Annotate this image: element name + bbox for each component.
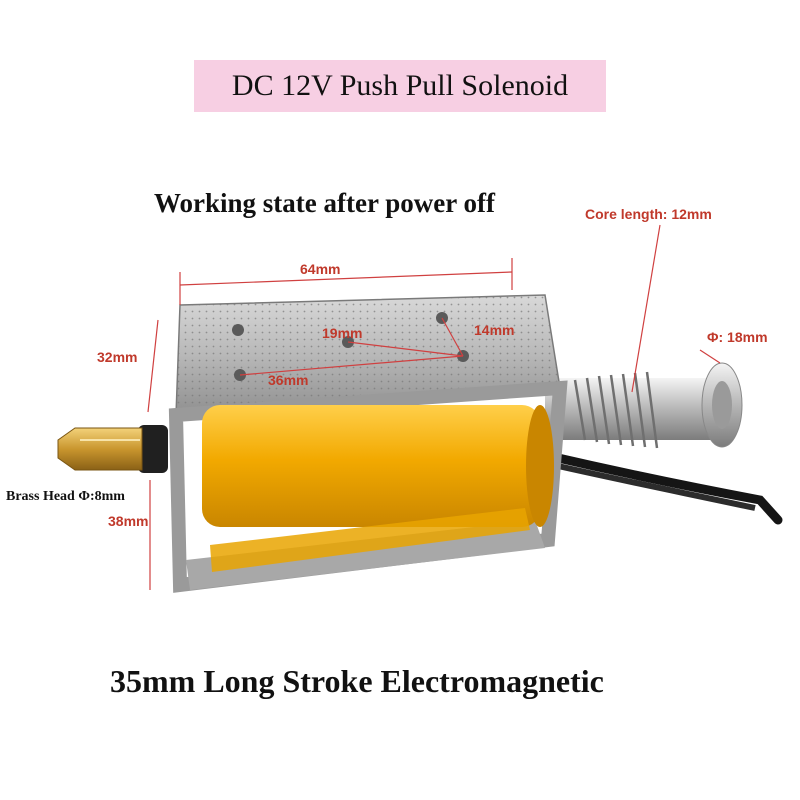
spring [573,371,659,449]
dimension-lines [147,224,721,590]
width-label: 64mm [300,261,341,277]
subtitle: Working state after power off [154,188,495,218]
brass-head-label: Brass Head Φ:8mm [6,489,125,504]
bottom-caption: 35mm Long Stroke Electromagnetic [110,663,604,699]
depth-label: 38mm [108,513,149,529]
height-label: 32mm [97,349,138,365]
brass-head [57,427,143,471]
coil [202,405,540,527]
hole-spacing-b-label: 14mm [474,322,515,338]
core-length-label: Core length: 12mm [585,206,712,222]
frame-front [168,380,568,593]
hole-spacing-c-label: 36mm [268,372,309,388]
page-title: DC 12V Push Pull Solenoid [231,69,569,102]
title-banner: DC 12V Push Pull Solenoid [194,60,606,112]
wire [540,450,783,525]
hole-spacing-a-label: 19mm [322,325,363,341]
plunger-diameter-label: Φ: 18mm [707,329,768,345]
